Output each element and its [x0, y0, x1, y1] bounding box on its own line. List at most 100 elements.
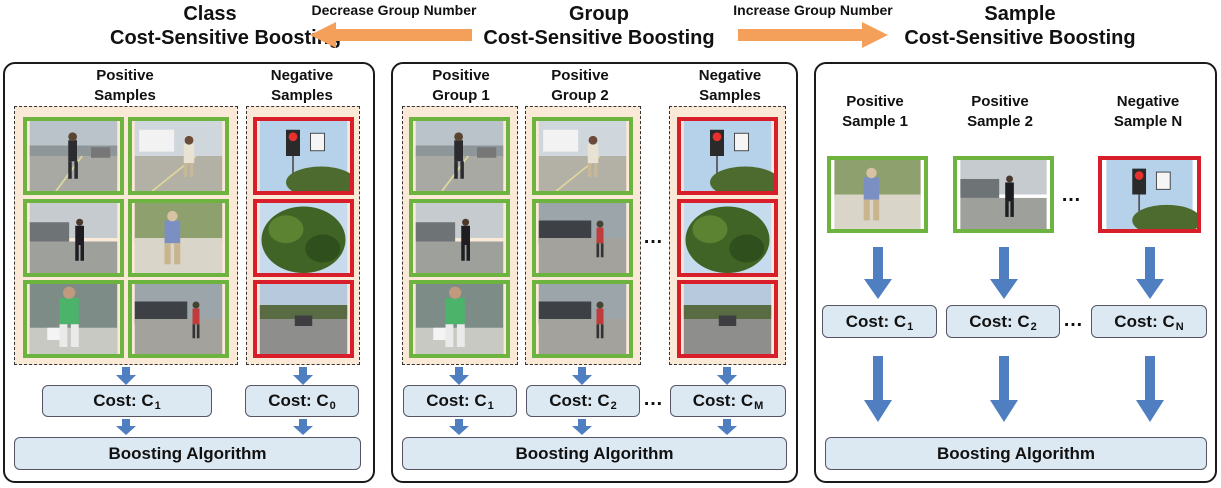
down-arrow-icon: [116, 419, 136, 435]
negative-sample-image: [253, 199, 354, 277]
cost-text: Cost: C: [969, 311, 1030, 331]
cost-subscript: 2: [610, 400, 617, 412]
positive-sample-image: [409, 199, 510, 277]
class-boosting-algorithm-box: Boosting Algorithm: [14, 437, 361, 470]
down-arrow-icon: [449, 419, 469, 435]
class-negative-label-line1: Negative: [270, 67, 334, 84]
sample1-label-line2: Sample 1: [842, 113, 908, 130]
down-arrow-icon: [293, 367, 313, 385]
negative-sample-image: [677, 280, 778, 358]
samplen-label-line2: Sample N: [1113, 113, 1183, 130]
group-positive2-label-line1: Positive: [551, 67, 609, 84]
down-arrow-icon: [717, 419, 737, 435]
class-title-line2: Cost-Sensitive Boosting: [110, 27, 342, 49]
negative-sample-image: [677, 199, 778, 277]
sample2-label-line1: Positive: [971, 93, 1029, 110]
class-positive-label-line2: Samples: [94, 87, 156, 104]
cost-ellipsis: …: [1063, 309, 1084, 331]
down-arrow-icon: [572, 367, 592, 385]
down-arrow-icon: [1136, 247, 1164, 299]
group-positive2-label-line2: Group 2: [551, 87, 609, 104]
cost-subscript: 1: [154, 400, 161, 412]
down-arrow-icon: [293, 419, 313, 435]
group-negative-label-line1: Negative: [698, 67, 762, 84]
cost-subscript: 1: [907, 320, 914, 333]
sample1-label-line1: Positive: [846, 93, 904, 110]
down-arrow-icon: [717, 367, 737, 385]
positive-sample-image: [827, 156, 928, 233]
class-positive-label-line1: Positive: [96, 67, 154, 84]
sample-title: Sample Cost-Sensitive Boosting: [900, 2, 1140, 50]
group-title: Group Cost-Sensitive Boosting: [482, 2, 716, 50]
sample-boosting-algorithm-box: Boosting Algorithm: [825, 437, 1207, 470]
group-title-line1: Group: [569, 3, 629, 25]
cost-text: Cost: C: [426, 391, 487, 410]
left-orange-arrow-icon: [310, 22, 472, 48]
group-title-line2: Cost-Sensitive Boosting: [483, 27, 715, 49]
down-arrow-icon: [116, 367, 136, 385]
class-negative-label: Negative Samples: [252, 66, 352, 106]
sample2-label-line2: Sample 2: [967, 113, 1033, 130]
group-positive1-label: Positive Group 1: [406, 66, 516, 106]
class-title: Class Cost-Sensitive Boosting: [110, 2, 342, 50]
sample1-label: Positive Sample 1: [820, 92, 930, 132]
down-arrow-icon: [449, 367, 469, 385]
negative-sample-image: [253, 117, 354, 195]
cost-subscript: N: [1175, 320, 1184, 333]
cost-subscript: 0: [329, 400, 336, 412]
cost-text: Cost: C: [845, 311, 907, 331]
positive-sample-image: [532, 280, 633, 358]
cost-subscript: 1: [487, 400, 494, 412]
positive-sample-image: [953, 156, 1054, 233]
positive-sample-image: [409, 280, 510, 358]
cost-text: Cost: C: [1114, 311, 1175, 331]
increase-group-label: Increase Group Number: [733, 2, 893, 18]
positive-sample-image: [532, 117, 633, 195]
cost-text: Cost: C: [268, 391, 329, 410]
positive-sample-image: [128, 199, 229, 277]
down-arrow-icon: [864, 356, 892, 422]
class-positive-label: Positive Samples: [70, 66, 180, 106]
negative-sample-image: [253, 280, 354, 358]
group-positive1-label-line1: Positive: [432, 67, 490, 84]
positive-sample-image: [23, 199, 124, 277]
down-arrow-icon: [572, 419, 592, 435]
down-arrow-icon: [1136, 356, 1164, 422]
down-arrow-icon: [990, 247, 1018, 299]
group-positive1-label-line2: Group 1: [432, 87, 490, 104]
cost-text: Cost: C: [549, 391, 610, 410]
positive-sample-image: [532, 199, 633, 277]
class-title-line1: Class: [183, 3, 237, 25]
down-arrow-icon: [864, 247, 892, 299]
group-positive2-label: Positive Group 2: [525, 66, 635, 106]
sample-title-line2: Cost-Sensitive Boosting: [904, 27, 1136, 49]
negative-sample-image: [677, 117, 778, 195]
decrease-group-label: Decrease Group Number: [311, 2, 477, 18]
samplen-label-line1: Negative: [1116, 93, 1180, 110]
sample-ellipsis: …: [1061, 184, 1082, 206]
negative-sample-image: [1098, 156, 1201, 233]
group-ellipsis: …: [643, 226, 664, 248]
cost-text: Cost: C: [692, 391, 754, 410]
down-arrow-icon: [990, 356, 1018, 422]
cost-ellipsis: …: [643, 388, 664, 410]
group-negative-label: Negative Samples: [675, 66, 785, 106]
cost-subscript: M: [754, 400, 764, 412]
sample2-label: Positive Sample 2: [945, 92, 1055, 132]
class-negative-label-line2: Samples: [271, 87, 333, 104]
group-boosting-algorithm-box: Boosting Algorithm: [402, 437, 787, 470]
positive-sample-image: [23, 117, 124, 195]
cost-subscript: 2: [1030, 320, 1037, 333]
group-negative-label-line2: Samples: [699, 87, 761, 104]
sample-title-line1: Sample: [984, 3, 1056, 25]
cost-text: Cost: C: [93, 391, 154, 410]
positive-sample-image: [128, 280, 229, 358]
